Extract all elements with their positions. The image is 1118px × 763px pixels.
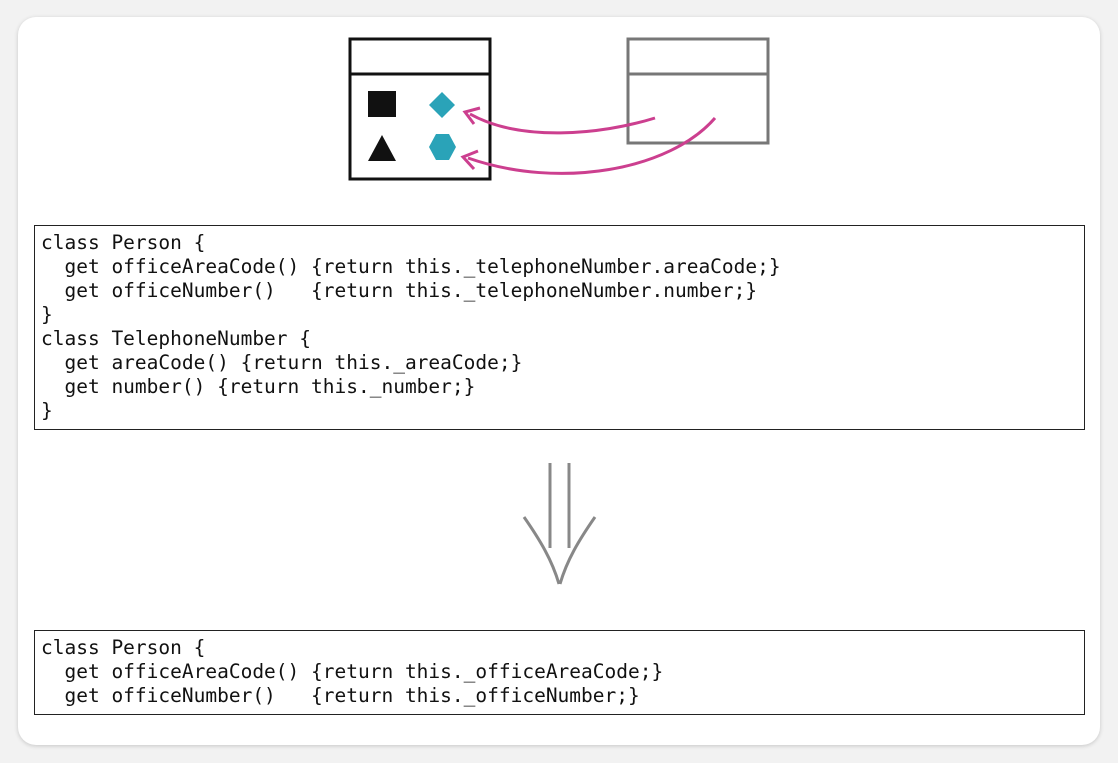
before-code-block: class Person { get officeAreaCode() {ret…	[34, 225, 1085, 430]
after-code-block: class Person { get officeAreaCode() {ret…	[34, 630, 1085, 715]
code-line: class Person {	[41, 636, 206, 659]
code-line: get officeAreaCode() {return this._telep…	[41, 255, 781, 278]
code-line: }	[41, 399, 53, 422]
before-code: class Person { get officeAreaCode() {ret…	[41, 231, 1084, 423]
code-line: get officeNumber() {return this._telepho…	[41, 279, 758, 302]
code-line: get officeNumber() {return this._officeN…	[41, 684, 640, 707]
code-line: get number() {return this._number;}	[41, 375, 476, 398]
after-code: class Person { get officeAreaCode() {ret…	[41, 636, 1084, 708]
code-line: get areaCode() {return this._areaCode;}	[41, 351, 523, 374]
code-line: get officeAreaCode() {return this._offic…	[41, 660, 664, 683]
code-line: class Person {	[41, 231, 206, 254]
code-line: class TelephoneNumber {	[41, 327, 312, 350]
code-line: }	[41, 303, 53, 326]
